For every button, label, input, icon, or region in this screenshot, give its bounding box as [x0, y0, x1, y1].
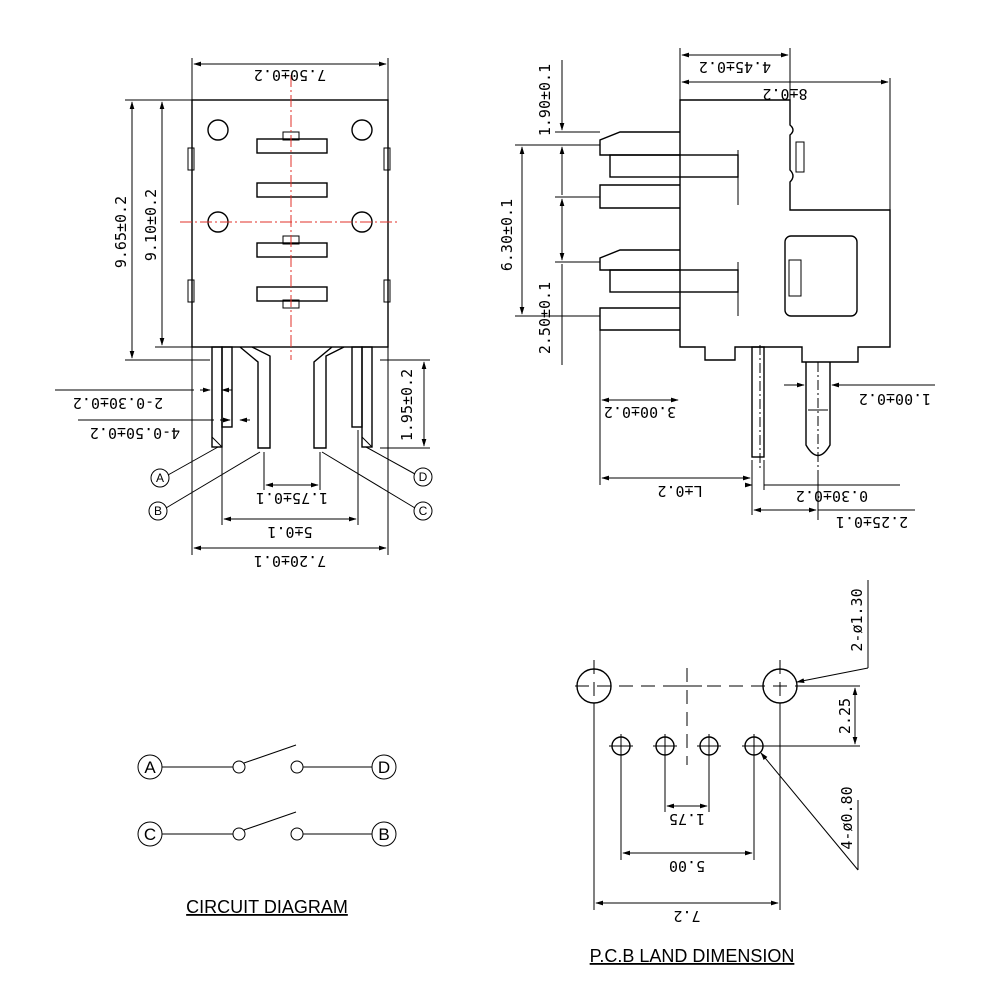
circuit-label-a: A	[144, 758, 156, 777]
dim-pitch-outer: 7.20±0.1	[254, 552, 326, 570]
dim-L: L±0.2	[657, 482, 702, 500]
pin-label-d: D	[419, 470, 428, 484]
dim-pin-thick: 0.30±0.2	[796, 487, 868, 505]
dim-height-total: 9.65±0.2	[112, 196, 130, 268]
contact-slot	[256, 182, 328, 198]
contact-slot	[256, 138, 328, 154]
contact-slot	[256, 242, 328, 258]
dim-height-body: 9.10±0.2	[142, 189, 160, 261]
dim-tab-3: 2.50±0.1	[536, 282, 554, 354]
pcb-pitch-outer: 7.2	[673, 907, 700, 925]
dim-post-dia: 1.00±0.2	[859, 390, 931, 408]
dim-pin-width-4: 4-0.50±0.2	[90, 424, 180, 442]
pcb-pitch-center: 1.75	[669, 810, 705, 828]
pcb-land-dimension: 2-ø1.30 2.25 4-ø0.80 1.75 5.00 7.2 P.C.B…	[575, 580, 869, 966]
pcb-v-offset: 2.25	[836, 698, 854, 734]
dim-tab-1: 1.90±0.1	[536, 64, 554, 136]
front-pins	[211, 346, 373, 449]
dim-depth: 4.45±0.2	[699, 58, 771, 76]
circuit-label-d: D	[378, 758, 390, 777]
side-body-outline	[679, 99, 891, 363]
dim-pitch-inner: 5±0.1	[267, 523, 312, 541]
dim-pin-protrusion: 1.95±0.2	[398, 369, 416, 441]
pcb-caption: P.C.B LAND DIMENSION	[590, 946, 795, 966]
dim-width-top: 7.50±0.2	[254, 66, 326, 84]
circuit-diagram: A D C B CIRCUIT DIAGRAM	[137, 744, 397, 917]
front-body-outline	[191, 99, 389, 348]
dim-button: 3.00±0.2	[604, 403, 676, 421]
mount-hole	[207, 119, 229, 141]
pin-label-c: C	[419, 504, 428, 518]
side-pin	[751, 346, 765, 458]
dim-length: 8±0.2	[762, 85, 807, 103]
pcb-big-holes-dim: 2-ø1.30	[848, 588, 866, 651]
dim-pin-offset: 2.25±0.1	[836, 513, 908, 531]
dim-pitch-center: 1.75±0.1	[256, 489, 328, 507]
pin-label-a: A	[156, 471, 164, 485]
dim-pin-width-2: 2-0.30±0.2	[73, 394, 163, 412]
front-view: 7.50±0.2 9.65±0.2 9.10±0.2 2-0.30±0.2 4-…	[55, 58, 433, 570]
circuit-caption: CIRCUIT DIAGRAM	[186, 897, 348, 917]
pin-label-b: B	[154, 504, 162, 518]
contact-slot	[256, 286, 328, 302]
mount-hole	[351, 119, 373, 141]
circuit-label-b: B	[378, 825, 389, 844]
circuit-label-c: C	[144, 825, 156, 844]
pcb-small-holes-dim: 4-ø0.80	[838, 786, 856, 849]
dim-tab-2: 6.30±0.1	[498, 199, 516, 271]
pcb-pitch-inner: 5.00	[669, 857, 705, 875]
side-view: 4.45±0.2 8±0.2 1.90±0.1 6.30±0.1 2.50±0.…	[498, 48, 935, 531]
